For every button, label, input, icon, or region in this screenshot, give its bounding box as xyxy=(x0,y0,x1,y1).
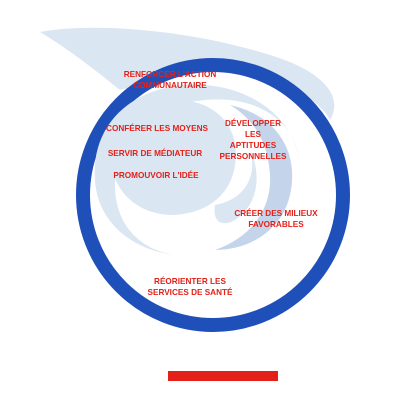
label-conferer: CONFÉRER LES MOYENS xyxy=(106,123,208,133)
swirl-inner-ellipse xyxy=(110,99,236,215)
swirl-inner-center xyxy=(214,150,257,224)
label-reorienter-line2: SERVICES DE SANTÉ xyxy=(148,287,233,297)
label-developper-line4: PERSONNELLES xyxy=(220,152,287,161)
label-servir: SERVIR DE MÉDIATEUR xyxy=(108,148,202,158)
label-developper-line3: APTITUDES xyxy=(230,141,277,150)
label-promouvoir: PROMOUVOIR L'IDÉE xyxy=(113,170,199,180)
label-renforcer-line2: COMMUNAUTAIRE xyxy=(133,81,207,90)
label-creer-line1: CRÉER DES MILIEUX xyxy=(234,208,318,218)
red-bar xyxy=(168,371,278,381)
swirl-inner-hook xyxy=(215,105,293,250)
label-creer-line2: FAVORABLES xyxy=(248,220,304,229)
label-reorienter-line1: RÉORIENTER LES xyxy=(154,276,226,286)
label-developper-line2: LES xyxy=(245,130,261,139)
label-developper-line1: DÉVELOPPER xyxy=(225,118,281,128)
label-renforcer-line1: RENFORCER L'ACTION xyxy=(124,70,217,79)
